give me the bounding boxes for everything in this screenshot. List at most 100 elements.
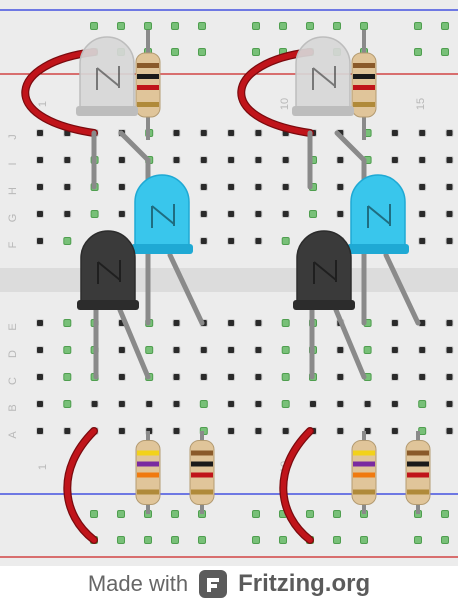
black-led-right-rim [293, 300, 355, 310]
breadboard-hole [63, 427, 72, 435]
row-label-g: G [7, 214, 19, 223]
rail-hole [441, 536, 449, 544]
rail-hole [144, 536, 152, 544]
blue-led-left-body [134, 174, 190, 249]
breadboard-hole [390, 400, 399, 408]
breadboard-hole [418, 210, 427, 218]
blue-led-right [347, 174, 409, 254]
rail-hole [441, 510, 449, 518]
breadboard-hole [199, 237, 208, 245]
footer-credit: Made with Fritzing.org [0, 566, 458, 602]
rail-hole [441, 22, 449, 30]
black-led-left [77, 230, 139, 310]
breadboard-hole [336, 400, 345, 408]
row-label-b: B [7, 404, 19, 411]
rail-hole [198, 48, 206, 56]
breadboard-hole [227, 319, 236, 327]
breadboard-hole [199, 210, 208, 218]
black-led-left-rim [77, 300, 139, 310]
breadboard-hole [418, 346, 427, 354]
breadboard-hole [227, 346, 236, 354]
breadboard-hole [390, 156, 399, 164]
bottom-resistor-3-band [353, 450, 375, 456]
breadboard-hole [418, 183, 427, 191]
clear-led-right-body [295, 36, 351, 111]
breadboard-hole [336, 427, 345, 435]
top-left-resistor-band [137, 102, 159, 107]
breadboard-hole [63, 156, 72, 164]
row-label-f: F [7, 241, 19, 248]
black-led-left-body [80, 230, 136, 305]
rail-hole [198, 22, 206, 30]
breadboard-hole [199, 346, 208, 354]
top-right-resistor-band [353, 102, 375, 107]
black-led-right-body [296, 230, 352, 305]
breadboard-hole [445, 183, 454, 191]
black-led-left-die [97, 260, 121, 284]
breadboard-hole [63, 373, 72, 381]
top-left-resistor [135, 30, 161, 140]
row-label-c: C [7, 377, 19, 385]
breadboard-hole [363, 400, 372, 408]
top-right-resistor-band [353, 74, 375, 79]
breadboard-hole [227, 129, 236, 137]
breadboard-hole [36, 427, 44, 435]
breadboard-hole [309, 400, 317, 408]
rail-hole [414, 536, 422, 544]
breadboard-hole [227, 156, 236, 164]
breadboard-hole [254, 319, 263, 327]
breadboard-hole [254, 183, 263, 191]
rail-hole [90, 22, 98, 30]
blue-led-left-leg-2 [167, 252, 205, 326]
breadboard-hole [199, 373, 208, 381]
bottom-resistor-1-band [137, 489, 159, 495]
bottom-resistor-1-band [137, 461, 159, 467]
rail-hole [198, 536, 206, 544]
breadboard-hole [390, 129, 399, 137]
breadboard-hole [254, 373, 263, 381]
breadboard-hole [418, 373, 427, 381]
breadboard-hole [199, 400, 208, 408]
breadboard-hole [117, 400, 126, 408]
rail-hole [360, 22, 368, 30]
row-label-i: I [7, 162, 19, 165]
clear-led-left [76, 36, 138, 116]
breadboard-hole [36, 210, 44, 218]
breadboard-hole [63, 346, 72, 354]
rail-hole [306, 22, 314, 30]
rail-hole [333, 510, 341, 518]
blue-led-left [131, 174, 193, 254]
top-left-jumper [22, 49, 97, 136]
breadboard-hole [145, 346, 154, 354]
rail-hole [252, 22, 260, 30]
bottom-resistor-2 [189, 431, 215, 514]
bottom-resistor-2-band [191, 489, 213, 495]
breadboard-hole [227, 373, 236, 381]
top-left-resistor-band [137, 74, 159, 79]
rail-hole [279, 536, 287, 544]
breadboard-hole [390, 319, 399, 327]
row-label-e: E [7, 323, 19, 330]
breadboard-hole [336, 183, 345, 191]
blue-led-right-leg-2 [383, 252, 421, 326]
bottom-resistor-1-band [137, 450, 159, 456]
rail-hole [252, 48, 260, 56]
breadboard-hole [281, 156, 290, 164]
breadboard-hole [90, 400, 99, 408]
top-left-resistor-band [137, 63, 159, 68]
black-led-left-leg-2 [117, 307, 151, 380]
bottom-resistor-2-band [191, 461, 213, 467]
blue-led-left-die [151, 204, 175, 228]
breadboard-hole [172, 129, 181, 137]
black-led-right-leg-2 [333, 307, 367, 380]
breadboard-hole [281, 319, 290, 327]
breadboard-hole [227, 400, 236, 408]
breadboard-hole [254, 346, 263, 354]
breadboard-hole [36, 129, 44, 137]
breadboard-hole [117, 156, 126, 164]
breadboard-hole [172, 319, 181, 327]
breadboard-hole [145, 400, 154, 408]
clear-led-left-die [96, 66, 120, 90]
bottom-resistor-4-band [407, 450, 429, 456]
rail-hole [117, 536, 125, 544]
